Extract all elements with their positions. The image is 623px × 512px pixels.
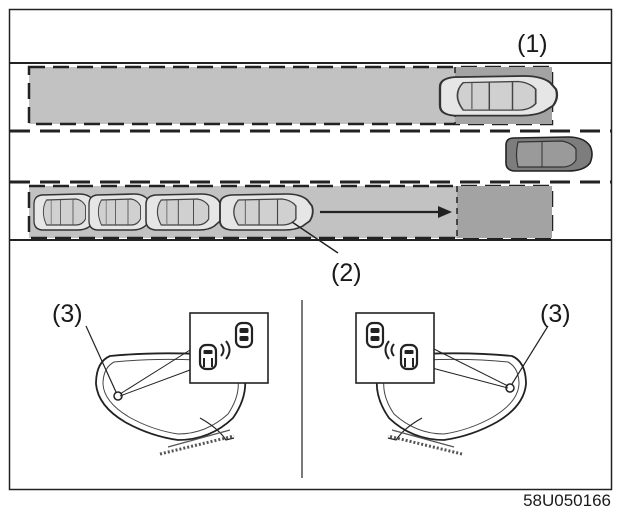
callout-3-left: (3): [52, 300, 83, 328]
vehicle-approaching-2: [88, 193, 153, 231]
arrow-right-icon: [320, 206, 452, 218]
vehicle-approaching-1: [33, 193, 98, 231]
detection-zone-lower-dark: [457, 186, 552, 238]
vehicle-approaching-3: [145, 193, 224, 231]
car-icon: [198, 343, 218, 371]
callout-1: (1): [517, 30, 548, 58]
car-icon: [399, 343, 419, 371]
callout-2: (2): [331, 259, 362, 287]
indicator-inset-left: [189, 312, 269, 384]
leader-line-2: [291, 221, 339, 254]
vehicle-approaching-4: [219, 193, 314, 231]
ego-vehicle: [505, 136, 593, 172]
car-icon: [234, 321, 254, 349]
car-icon: [365, 321, 385, 349]
vehicle-upper-lane: [438, 74, 559, 117]
callout-3-right: (3): [540, 300, 571, 328]
road-scene: [10, 62, 611, 254]
indicator-inset-right: [355, 312, 435, 384]
image-code: 58U050166: [523, 491, 611, 510]
radar-wave-icon: [220, 340, 231, 360]
radar-wave-icon: [384, 340, 395, 360]
leader-line-3-left: [85, 325, 117, 393]
leader-line-3-right: [511, 325, 549, 385]
